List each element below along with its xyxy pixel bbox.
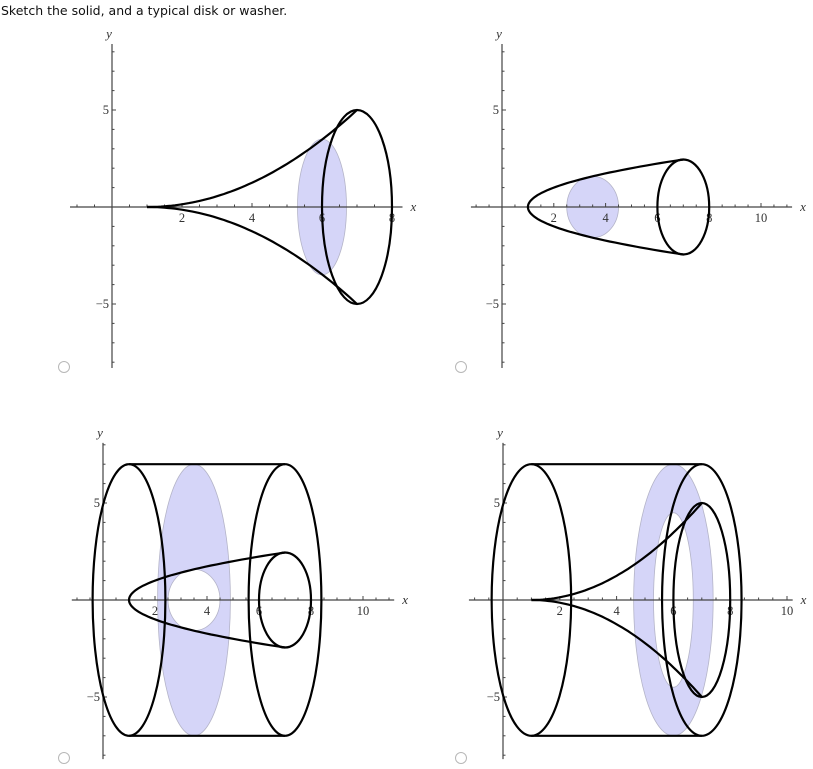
x-axis-label: x bbox=[800, 592, 807, 607]
x-tick-label: 10 bbox=[357, 604, 370, 618]
curves-layer bbox=[490, 463, 743, 737]
upper-curve bbox=[147, 109, 358, 209]
end-ellipse bbox=[257, 551, 313, 649]
y-tick-label: 5 bbox=[94, 496, 100, 510]
option-radio-bottom-left[interactable] bbox=[58, 752, 70, 764]
x-tick-label: 2 bbox=[557, 604, 563, 618]
curves-layer bbox=[526, 158, 711, 256]
y-tick-label: 5 bbox=[493, 103, 499, 117]
option-radio-bottom-right[interactable] bbox=[455, 752, 467, 764]
curves-layer bbox=[147, 108, 394, 306]
x-axis-label: x bbox=[799, 199, 806, 214]
x-tick-label: 4 bbox=[613, 604, 620, 618]
x-tick-label: 4 bbox=[204, 604, 211, 618]
x-tick-label: 4 bbox=[602, 211, 609, 225]
y-tick-label: 5 bbox=[494, 496, 500, 510]
option-radio-top-left[interactable] bbox=[58, 361, 70, 373]
x-tick-label: 2 bbox=[152, 604, 158, 618]
option-radio-top-right[interactable] bbox=[455, 361, 467, 373]
parabola-curve bbox=[526, 158, 684, 256]
x-tick-label: 2 bbox=[179, 211, 185, 225]
x-axis-label: x bbox=[401, 592, 408, 607]
y-tick-label: −5 bbox=[87, 690, 100, 704]
x-tick-label: 10 bbox=[755, 211, 768, 225]
end-ellipse bbox=[656, 158, 711, 256]
x-tick-label: 4 bbox=[249, 211, 256, 225]
y-tick-label: −5 bbox=[487, 690, 500, 704]
x-tick-label: 2 bbox=[551, 211, 557, 225]
y-tick-label: −5 bbox=[486, 297, 499, 311]
lower-curve bbox=[147, 205, 358, 305]
y-axis-label: y bbox=[95, 425, 103, 440]
lower-curve bbox=[531, 598, 703, 698]
y-tick-label: 5 bbox=[103, 103, 109, 117]
y-axis-label: y bbox=[495, 425, 503, 440]
y-axis-label: y bbox=[494, 26, 502, 41]
end-ellipse bbox=[320, 108, 394, 306]
y-tick-label: −5 bbox=[96, 297, 109, 311]
parabola-curve bbox=[127, 551, 286, 649]
upper-curve bbox=[531, 502, 703, 602]
y-axis-label: y bbox=[104, 26, 112, 41]
end-ellipse bbox=[672, 501, 732, 699]
question-text: Sketch the solid, and a typical disk or … bbox=[1, 3, 288, 18]
x-tick-label: 10 bbox=[781, 604, 794, 618]
curves-layer bbox=[91, 463, 323, 737]
x-axis-label: x bbox=[410, 199, 417, 214]
